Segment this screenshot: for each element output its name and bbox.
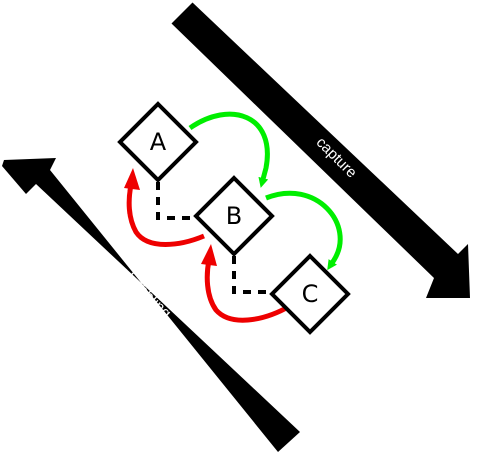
hierarchy-connector-b-c: [232, 256, 276, 294]
capture-arrow-shape: [171, 2, 470, 298]
node-b-label: B: [226, 202, 242, 230]
bubbling-arrow-label: bubbling: [122, 270, 174, 322]
bubble-flow-c-to-b-head: [201, 244, 217, 266]
bubble-flow-b-to-a-head: [124, 168, 140, 190]
bubble-flow-b-to-a: [126, 184, 205, 247]
node-b: B: [193, 175, 275, 257]
node-c: C: [269, 253, 351, 335]
node-c-label: C: [302, 280, 319, 308]
capture-arrow: capture: [171, 2, 470, 298]
bubbling-arrow-shape: [2, 158, 300, 452]
node-a: A: [117, 101, 199, 183]
capture-flow-a-to-b: [188, 111, 270, 188]
node-c-diamond: [269, 253, 351, 335]
node-a-diamond: [117, 101, 199, 183]
node-b-diamond: [193, 175, 275, 257]
node-a-label: A: [150, 128, 167, 156]
hierarchy-connector-a-b: [156, 182, 200, 220]
capture-flow-b-to-c: [265, 190, 343, 271]
bubble-flow-c-to-b: [204, 259, 292, 323]
